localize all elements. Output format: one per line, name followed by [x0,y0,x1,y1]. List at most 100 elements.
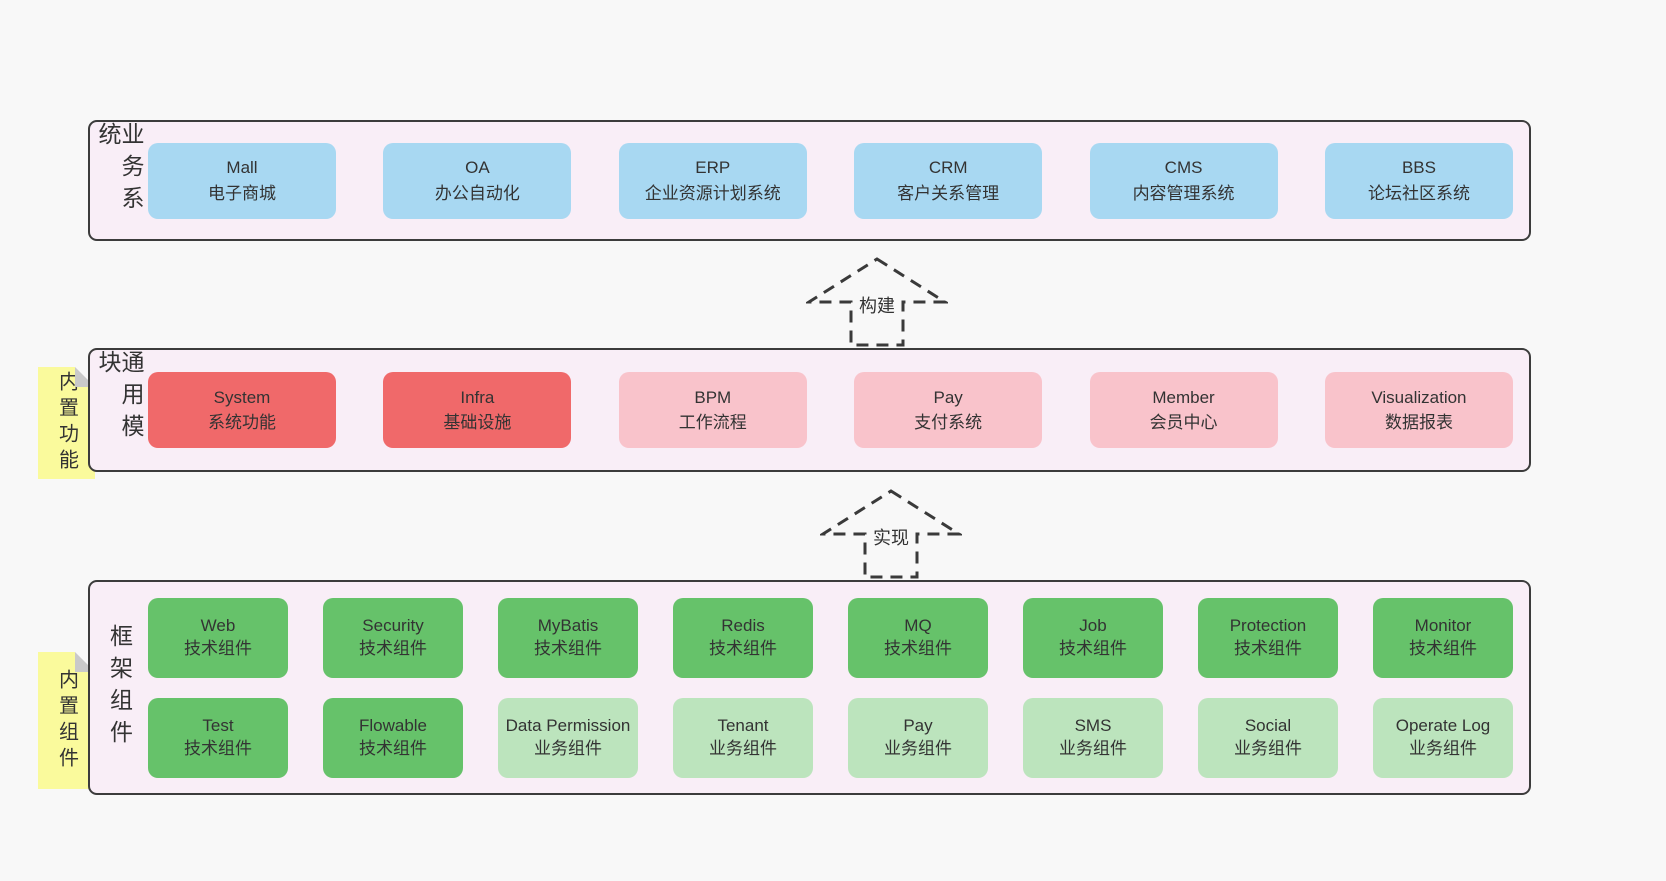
box-tenant: Tenant 业务组件 [673,697,813,778]
box-subtitle: 电子商城 [208,183,276,203]
box-subtitle: 数据报表 [1384,413,1453,432]
box-redis: Redis 技术组件 [673,597,813,678]
framework-components-layer: 框架组件 Web 技术组件 Security 技术组件 MyBatis 技术组件… [88,580,1531,795]
box-title: Mall [226,158,258,177]
box-title: Infra [460,387,495,407]
box-subtitle: 技术组件 [1059,638,1127,658]
box-title: MQ [904,615,932,635]
box-title: Redis [721,615,765,635]
box-subtitle: 会员中心 [1149,413,1218,432]
note-inner: 内置功能 [38,367,95,479]
box-subtitle: 技术组件 [1409,638,1477,658]
layer-label-text: 通用模块 [95,350,144,446]
box-subtitle: 基础设施 [443,413,512,432]
box-subtitle: 系统功能 [208,413,276,432]
note-text: 内置功能 [55,371,78,475]
business-boxes-row: Mall 电子商城 OA 办公自动化 ERP 企业资源计划系统 CRM 客户关系… [148,142,1529,219]
box-title: Job [1079,615,1107,635]
implement-arrow: 实现 [820,488,962,580]
dashed-up-arrow-icon [806,257,948,347]
box-title: BBS [1401,158,1436,177]
box-title: Flowable [358,715,428,735]
box-title: Data Permission [505,715,631,735]
box-subtitle: 技术组件 [184,738,252,758]
box-protection: Protection 技术组件 [1198,597,1338,678]
box-title: Security [362,615,424,635]
box-subtitle: 业务组件 [1234,738,1302,758]
box-title: Monitor [1414,615,1472,635]
business-systems-layer: 业务系统 Mall 电子商城 OA 办公自动化 ERP 企业资源计划系统 CRM… [88,120,1531,241]
box-monitor: Monitor 技术组件 [1373,597,1513,678]
box-subtitle: 业务组件 [884,738,952,758]
box-title: SMS [1074,715,1112,735]
box-subtitle: 业务组件 [1409,738,1477,758]
box-sms: SMS 业务组件 [1023,697,1163,778]
box-bpm: BPM 工作流程 [618,372,807,448]
box-data-permission: Data Permission 业务组件 [498,697,638,778]
common-modules-layer: 通用模块 System 系统功能 Infra 基础设施 BPM 工作流程 Pay… [88,348,1531,472]
box-mybatis: MyBatis 技术组件 [498,597,638,678]
box-infra: Infra 基础设施 [383,372,572,448]
note-text: 内置组件 [55,668,78,773]
layer-label-text: 业务系统 [95,122,144,218]
box-subtitle: 技术组件 [359,638,427,658]
box-title: Operate Log [1395,715,1491,735]
box-test: Test 技术组件 [148,697,288,778]
implement-arrow-label: 实现 [870,524,912,550]
box-subtitle: 技术组件 [359,738,427,758]
box-system: System 系统功能 [148,372,336,448]
layer-label-modules: 通用模块 [90,350,148,470]
box-job: Job 技术组件 [1023,597,1163,678]
box-erp: ERP 企业资源计划系统 [618,142,807,219]
component-row-1: Web 技术组件 Security 技术组件 MyBatis 技术组件 Redi… [148,597,1513,678]
box-title: Member [1152,387,1215,407]
box-title: Test [202,715,234,735]
box-mq: MQ 技术组件 [848,597,988,678]
component-boxes-grid: Web 技术组件 Security 技术组件 MyBatis 技术组件 Redi… [148,597,1529,778]
box-subtitle: 技术组件 [534,638,602,658]
box-subtitle: 工作流程 [678,413,747,432]
box-subtitle: 内容管理系统 [1132,183,1235,203]
module-boxes-row: System 系统功能 Infra 基础设施 BPM 工作流程 Pay 支付系统… [148,372,1529,448]
box-visualization: Visualization 数据报表 [1324,372,1513,448]
box-subtitle: 客户关系管理 [897,183,1000,203]
box-subtitle: 技术组件 [884,638,952,658]
box-subtitle: 业务组件 [709,738,777,758]
box-title: Pay [903,715,933,735]
box-operate-log: Operate Log 业务组件 [1373,697,1513,778]
box-title: System [213,387,271,407]
box-title: Visualization [1371,387,1467,407]
component-row-2: Test 技术组件 Flowable 技术组件 Data Permission … [148,697,1513,778]
box-subtitle: 技术组件 [1234,638,1302,658]
box-social: Social 业务组件 [1198,697,1338,778]
box-title: Pay [933,387,963,407]
note-inner: 内置组件 [38,652,95,789]
box-flowable: Flowable 技术组件 [323,697,463,778]
box-subtitle: 技术组件 [184,638,252,658]
built-in-components-note: 内置组件 [38,652,95,789]
box-bbs: BBS 论坛社区系统 [1324,142,1513,219]
layer-label-components: 框架组件 [90,582,148,793]
box-subtitle: 支付系统 [914,413,983,432]
build-arrow-label: 构建 [856,292,898,318]
box-pay: Pay 支付系统 [854,372,1043,448]
box-subtitle: 业务组件 [534,738,602,758]
box-title: OA [465,158,490,177]
built-in-features-note: 内置功能 [38,367,95,479]
box-subtitle: 业务组件 [1059,738,1127,758]
box-pay-component: Pay 业务组件 [848,697,988,778]
box-crm: CRM 客户关系管理 [854,142,1043,219]
box-title: Web [200,615,236,635]
box-web: Web 技术组件 [148,597,288,678]
box-title: Tenant [717,715,769,735]
dashed-up-arrow-icon [820,489,962,579]
box-title: Social [1244,715,1292,735]
box-title: MyBatis [537,615,599,635]
box-title: CMS [1164,158,1203,177]
box-security: Security 技术组件 [323,597,463,678]
box-member: Member 会员中心 [1089,372,1278,448]
box-subtitle: 论坛社区系统 [1367,183,1470,203]
box-subtitle: 技术组件 [709,638,777,658]
box-title: BPM [694,387,732,407]
